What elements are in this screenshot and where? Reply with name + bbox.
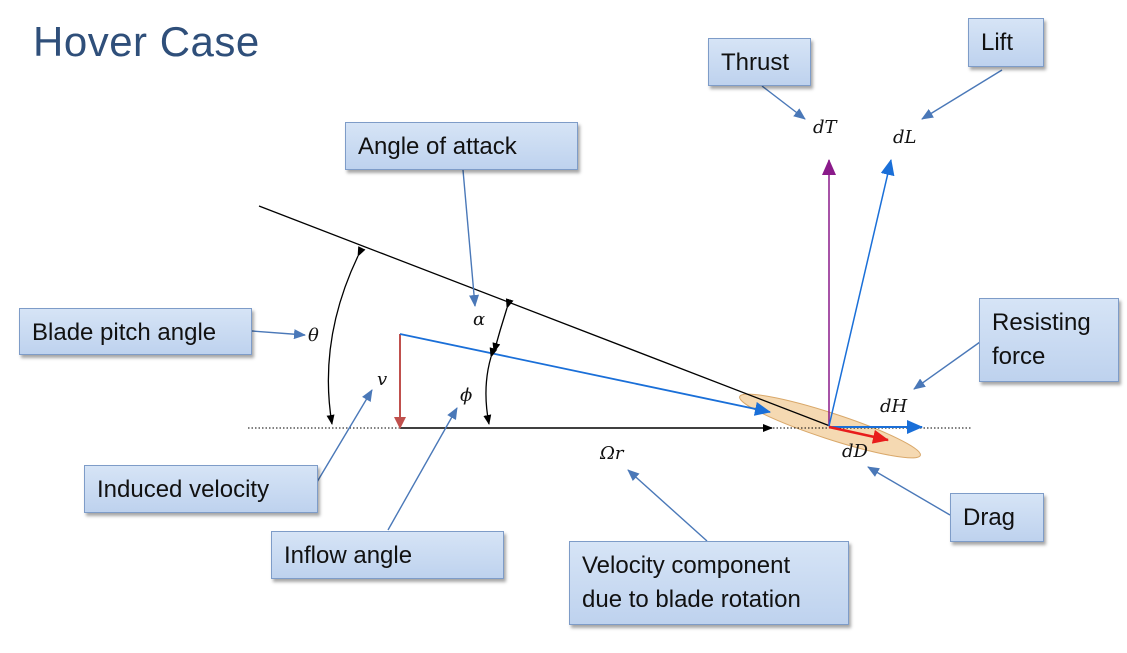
resisting-force-label: Resisting force	[992, 309, 1091, 370]
page-title: Hover Case	[33, 18, 260, 65]
theta-symbol: θ	[308, 325, 319, 346]
dD-symbol: dD	[842, 441, 868, 462]
pitch-angle-connector	[251, 329, 306, 340]
lift-connector	[921, 69, 1003, 120]
blade-pitch-angle-label: Blade pitch angle	[32, 319, 217, 346]
omega-r-symbol: Ωr	[600, 443, 624, 464]
inflow-angle-label-box: Inflow angle	[271, 531, 504, 579]
phi-symbol: ϕ	[460, 385, 473, 406]
drag-vector	[828, 425, 889, 444]
angle-of-attack-label-box: Angle of attack	[345, 122, 578, 170]
velocity-component-connector	[627, 469, 708, 542]
alpha-symbol: α	[473, 309, 486, 330]
thrust-label-box: Thrust	[708, 38, 811, 86]
angle-of-attack-connector	[462, 169, 480, 307]
lift-label: Lift	[981, 29, 1014, 56]
attack-angle-arc	[492, 298, 514, 353]
induced-velocity-label-box: Induced velocity	[84, 465, 318, 513]
drag-connector	[867, 466, 951, 516]
angle-of-attack-label: Angle of attack	[358, 133, 517, 160]
velocity-component-label-box: Velocity component due to blade rotation	[569, 541, 849, 625]
velocity-component-label: Velocity component due to blade rotation	[582, 552, 801, 613]
chord-line	[258, 205, 831, 427]
dL-symbol: dL	[893, 127, 917, 148]
v-symbol: v	[377, 369, 388, 390]
drag-label-box: Drag	[950, 493, 1044, 542]
inflow-angle-connector	[387, 407, 458, 531]
thrust-connector	[761, 85, 806, 120]
induced-velocity-connector	[316, 389, 373, 483]
induced-velocity-label: Induced velocity	[97, 476, 270, 503]
inflow-angle-label: Inflow angle	[284, 542, 413, 569]
blade-pitch-angle-label-box: Blade pitch angle	[19, 308, 252, 355]
lift-label-box: Lift	[968, 18, 1044, 67]
drag-label: Drag	[963, 504, 1016, 531]
thrust-label: Thrust	[721, 49, 790, 76]
dH-symbol: dH	[880, 396, 908, 417]
resisting-force-label-box: Resisting force	[979, 298, 1119, 382]
dT-symbol: dT	[813, 117, 837, 138]
inflow-angle-arc	[483, 347, 498, 425]
pitch-angle-arc	[326, 246, 366, 425]
lift-vector	[828, 159, 895, 427]
resultant-velocity-vector	[399, 333, 771, 416]
resisting-force-connector	[913, 341, 981, 390]
